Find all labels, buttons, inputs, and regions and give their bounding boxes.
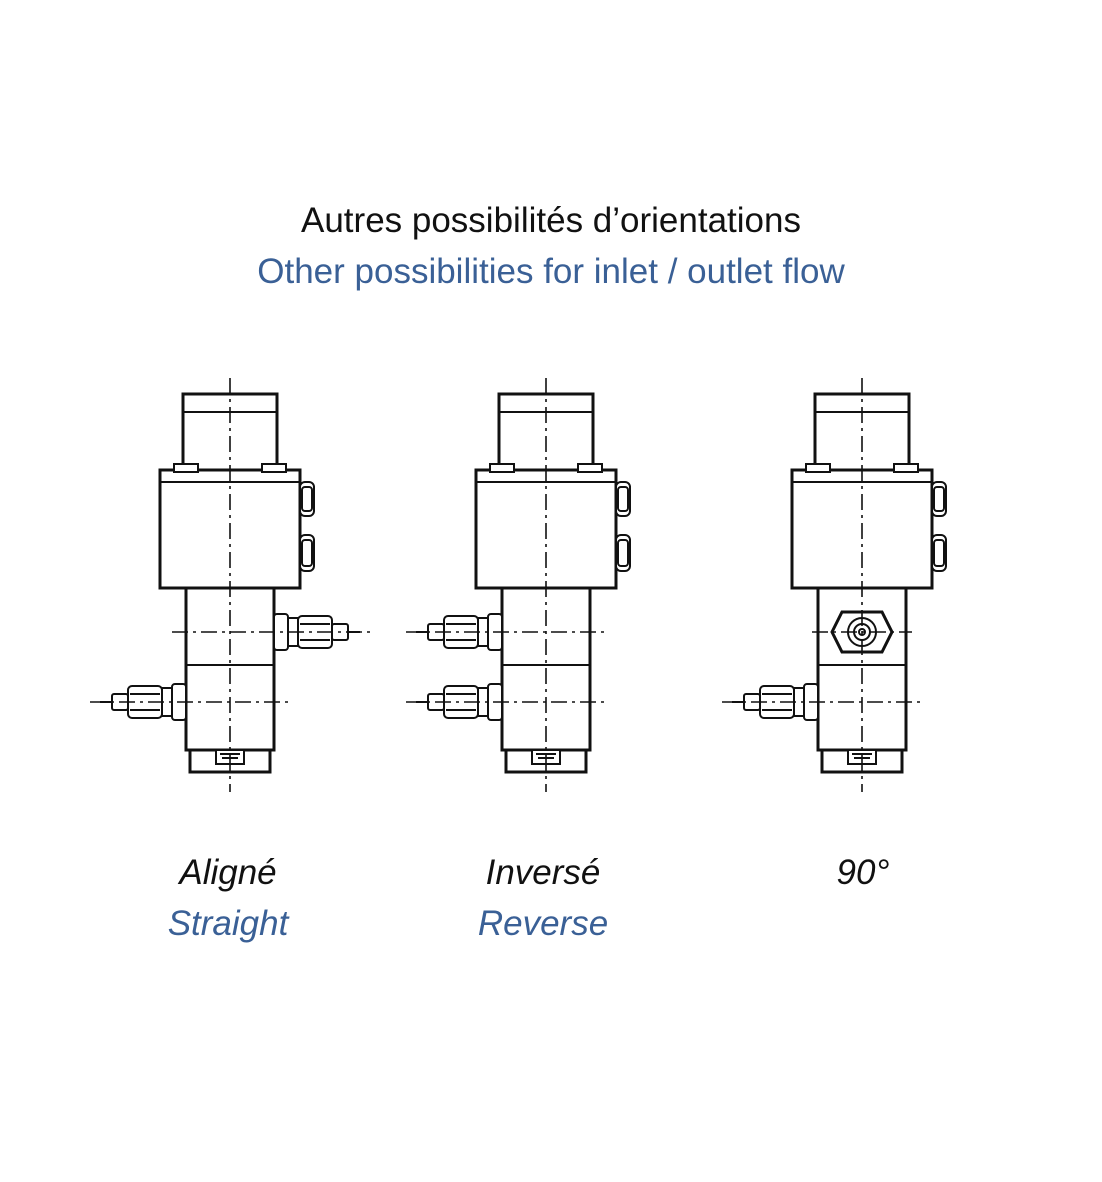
drawings-area <box>0 370 1102 810</box>
caption-90-degree-label: 90° <box>836 853 890 892</box>
title-english: Other possibilities for inlet / outlet f… <box>257 252 845 291</box>
caption-straight-fr: Aligné <box>179 853 277 892</box>
title-french: Autres possibilités d’orientations <box>301 201 801 240</box>
caption-reverse-en: Reverse <box>477 904 609 943</box>
caption-90-degree: 90° <box>693 848 1033 898</box>
title-block: Autres possibilités d’orientations Other… <box>0 196 1102 298</box>
valve-drawings <box>90 378 948 792</box>
caption-straight-en: Straight <box>167 904 289 943</box>
valve-reverse-drawing <box>406 378 632 792</box>
caption-straight: Aligné Straight <box>58 848 398 950</box>
caption-reverse-fr: Inversé <box>485 853 601 892</box>
valve-straight-drawing <box>90 378 370 792</box>
valve-90-degree-drawing <box>722 378 948 792</box>
caption-reverse: Inversé Reverse <box>373 848 713 950</box>
